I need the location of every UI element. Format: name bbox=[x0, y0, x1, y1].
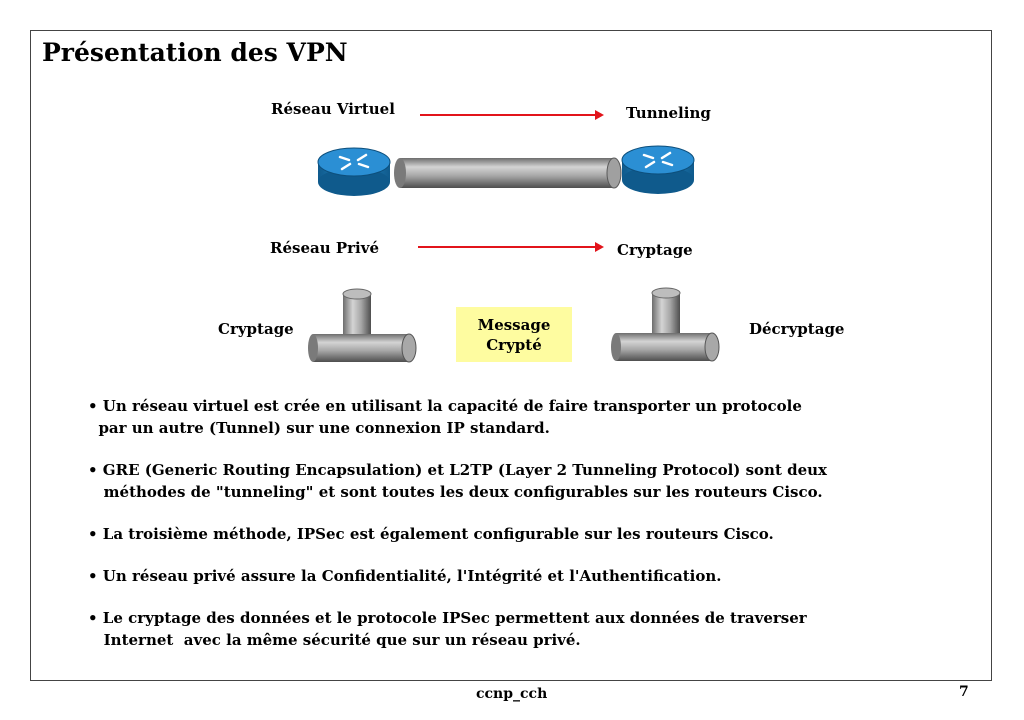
encrypted-message-box: Message Crypté bbox=[456, 307, 572, 362]
private-network-label: Réseau Privé bbox=[270, 239, 379, 257]
bullet-line: • Un réseau virtuel est crée en utilisan… bbox=[88, 397, 802, 415]
tunnel-pipe bbox=[394, 157, 622, 189]
message-line-2: Crypté bbox=[486, 335, 542, 354]
bullet-item: • La troisième méthode, IPSec est égalem… bbox=[88, 523, 968, 545]
encryption-pipe-icon bbox=[308, 288, 417, 363]
message-line-1: Message bbox=[477, 315, 551, 334]
bullet-line: Internet avec la même sécurité que sur u… bbox=[88, 631, 581, 649]
router-icon-right bbox=[621, 145, 695, 194]
bullet-line: méthodes de "tunneling" et sont toutes l… bbox=[88, 483, 823, 501]
slide-frame bbox=[30, 30, 992, 681]
encryption-label: Cryptage bbox=[617, 241, 693, 259]
decryption-pipe-icon bbox=[611, 287, 720, 362]
bullet-line: • Le cryptage des données et le protocol… bbox=[88, 609, 807, 627]
bullet-line: • GRE (Generic Routing Encapsulation) et… bbox=[88, 461, 827, 479]
arrow-private-to-encryption bbox=[418, 242, 604, 252]
bullet-list: • Un réseau virtuel est crée en utilisan… bbox=[88, 395, 968, 671]
bullet-item: • Un réseau privé assure la Confidential… bbox=[88, 565, 968, 587]
bullet-item: • Un réseau virtuel est crée en utilisan… bbox=[88, 395, 968, 439]
bullet-item: • Le cryptage des données et le protocol… bbox=[88, 607, 968, 651]
encryption-side-label: Cryptage bbox=[218, 320, 294, 338]
page-number: 7 bbox=[959, 684, 969, 700]
bullet-line: par un autre (Tunnel) sur une connexion … bbox=[88, 419, 550, 437]
slide-title: Présentation des VPN bbox=[42, 38, 348, 67]
router-icon-left bbox=[317, 147, 391, 196]
arrow-virtual-to-tunneling bbox=[420, 110, 604, 120]
bullet-line: • Un réseau privé assure la Confidential… bbox=[88, 567, 722, 585]
tunneling-label: Tunneling bbox=[626, 104, 711, 122]
virtual-network-label: Réseau Virtuel bbox=[271, 100, 395, 118]
decryption-side-label: Décryptage bbox=[749, 320, 845, 338]
bullet-line: • La troisième méthode, IPSec est égalem… bbox=[88, 525, 774, 543]
footer-text: ccnp_cch bbox=[476, 686, 548, 702]
bullet-item: • GRE (Generic Routing Encapsulation) et… bbox=[88, 459, 968, 503]
